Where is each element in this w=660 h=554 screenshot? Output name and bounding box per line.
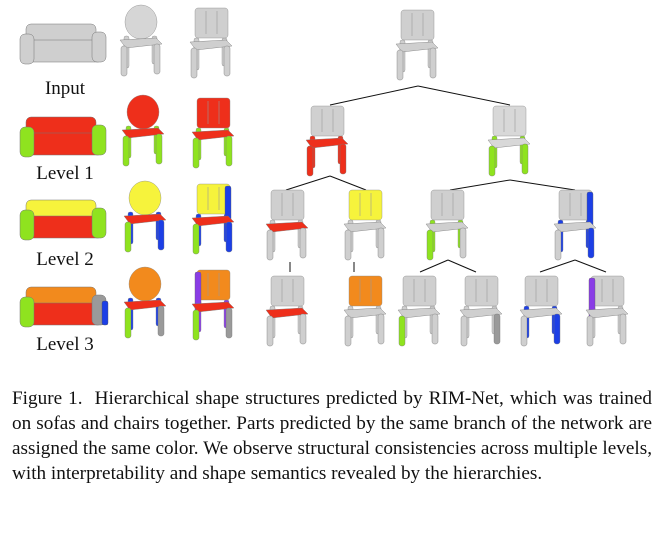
tree-l3-a (265, 275, 309, 347)
tree-l3-c (397, 275, 441, 347)
row-label-level-3: Level 3 (36, 334, 94, 355)
chair-round-input (119, 4, 163, 77)
tree-l2-b (343, 189, 387, 261)
tree-root-chair (395, 9, 439, 81)
sofa-input (19, 23, 107, 65)
tree-l1-left (305, 105, 349, 177)
chair-input (189, 7, 233, 79)
chair-level-2 (191, 183, 235, 255)
sofa-level-3 (19, 286, 109, 328)
row-label-level-2: Level 2 (36, 249, 94, 270)
figure: Input Level 1 Level 2 Level 3 (19, 4, 629, 355)
row-label-level-1: Level 1 (36, 163, 94, 184)
chair-level-3 (191, 269, 235, 341)
chair-round-level-2 (123, 180, 167, 253)
tree-l1-right (487, 105, 531, 177)
caption-text: Hierarchical shape structures predicted … (12, 388, 652, 484)
sofa-level-2 (19, 199, 107, 241)
tree-l3-b (343, 275, 387, 347)
caption-lead: Figure 1. (12, 388, 83, 409)
chair-level-1 (191, 97, 235, 169)
tree-l3-d (459, 275, 503, 347)
sofa-level-1 (19, 116, 107, 158)
chair-round-level-3 (123, 266, 167, 339)
tree-l2-a (265, 189, 309, 261)
chair-round-level-1 (121, 94, 165, 167)
tree-l3-f (585, 275, 629, 347)
tree-l3-e (519, 275, 563, 347)
figure-caption: Figure 1. Hierarchical shape structures … (12, 386, 652, 486)
hierarchy-figure (19, 4, 629, 347)
tree-l2-c (425, 189, 469, 261)
row-label-input: Input (44, 78, 86, 99)
tree-l2-d (553, 189, 597, 261)
